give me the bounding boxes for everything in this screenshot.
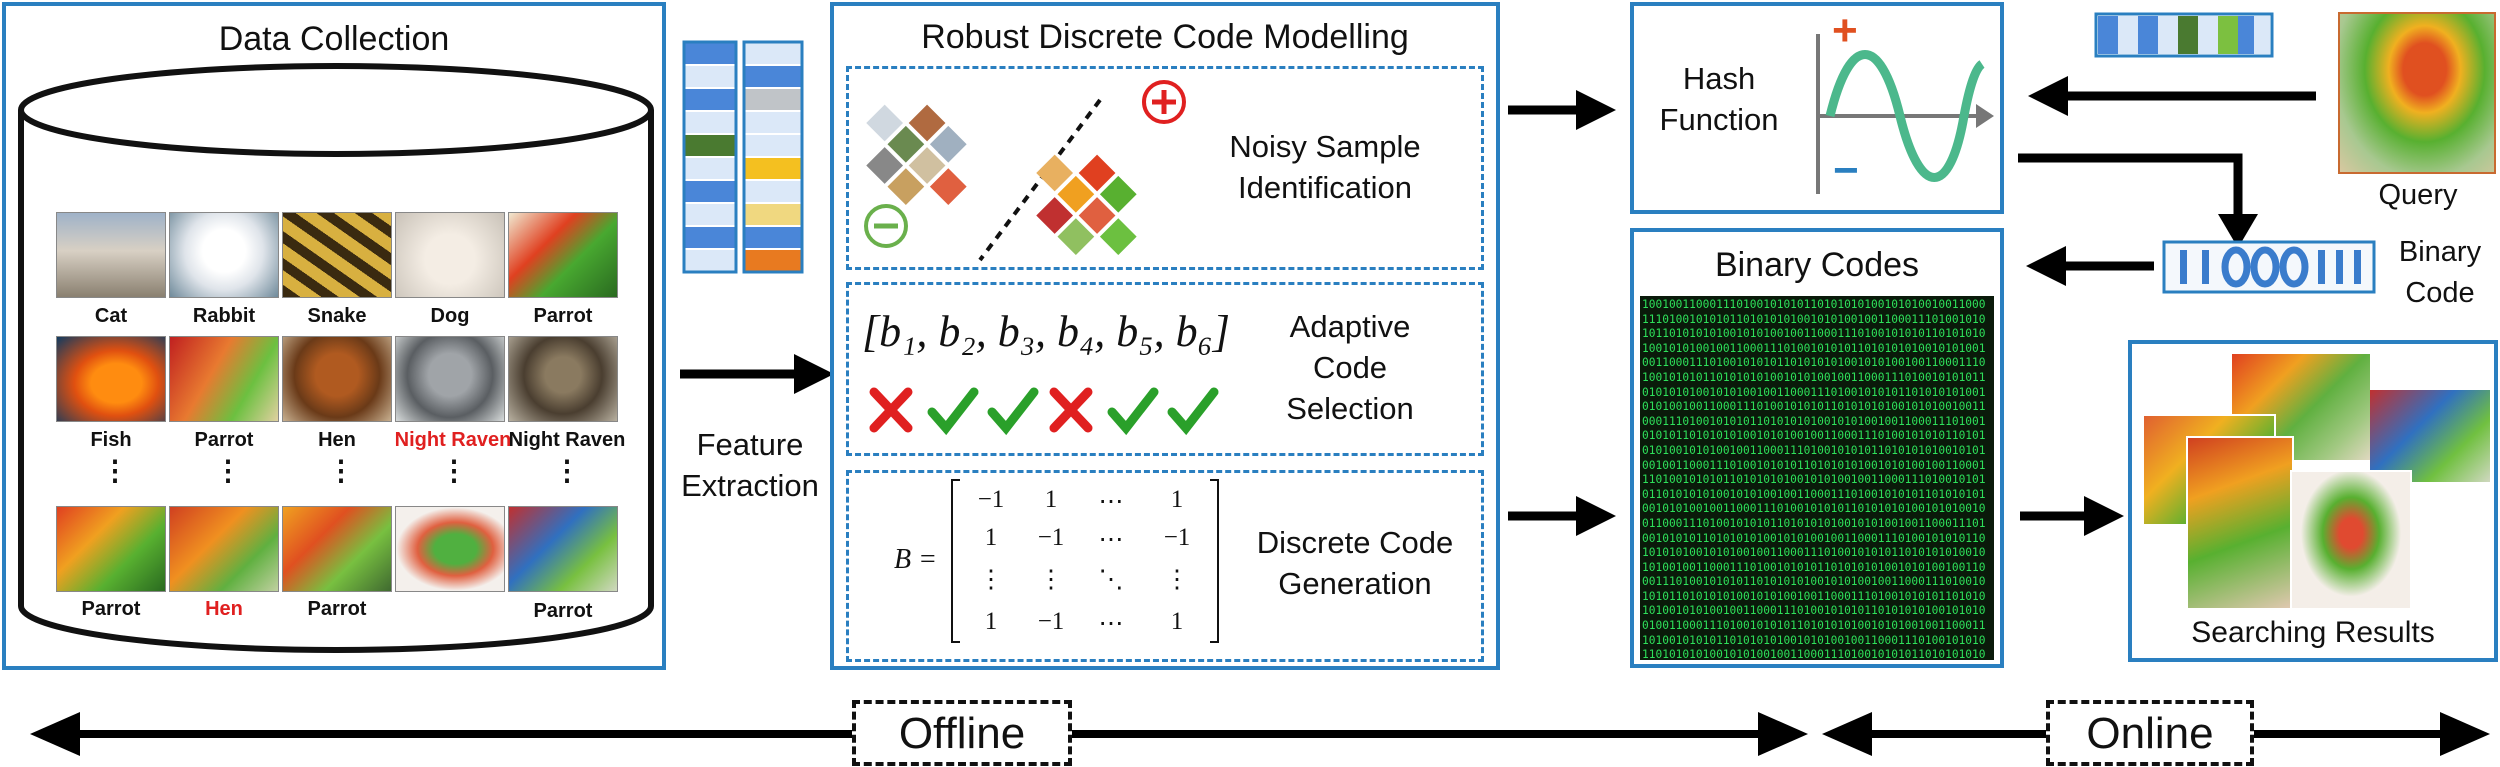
- result-image: [2186, 436, 2294, 610]
- offline-label: Offline: [852, 700, 1072, 766]
- caption-hen: Hen: [318, 429, 356, 451]
- matrix-cell: ⋮: [1164, 566, 1190, 593]
- matrix-cell: −1: [1037, 524, 1065, 551]
- caption-fish: Fish: [90, 429, 132, 451]
- noisy-sample-label: Noisy Sample Identification: [1229, 129, 1421, 205]
- minus-sign: −: [1833, 146, 1859, 195]
- image-snake: [282, 212, 392, 298]
- cross-icon: [1049, 387, 1093, 433]
- discrete-code-label: Discrete Code Generation: [1256, 525, 1454, 601]
- noisy-sample-box: [846, 66, 1484, 270]
- result-image: [2290, 470, 2412, 610]
- rdcm-title: Robust Discrete Code Modelling: [921, 18, 1409, 56]
- feature-vectors-graphic: [682, 40, 804, 274]
- caption-parrot: Parrot: [533, 600, 593, 622]
- ellipsis-col1: ⋮: [101, 455, 129, 486]
- sine-function-graphic: [1816, 34, 1994, 194]
- image-dog: [395, 212, 505, 298]
- arrow-to-results: [2020, 496, 2124, 536]
- matrix-cell: ⋮: [1038, 566, 1064, 593]
- caption-night-raven: Night Raven: [508, 429, 626, 451]
- cross-icon: [869, 387, 913, 433]
- check-icon: [1167, 387, 1219, 436]
- matrix-cell: ⋯: [1098, 488, 1124, 515]
- adaptive-code-label: Adaptive Code Selection: [1286, 309, 1414, 426]
- image-fish: [56, 336, 166, 422]
- image-rabbit: [169, 212, 279, 298]
- arrow-to-binary-codes: [1508, 496, 1616, 536]
- caption-cat: Cat: [94, 305, 128, 327]
- binary-code-bar: [2162, 240, 2376, 294]
- caption-parrot: Parrot: [307, 598, 367, 620]
- matrix-cell: ⋯: [1098, 610, 1124, 637]
- matrix-cell: −1: [1037, 608, 1065, 635]
- query-code-bar: [2094, 12, 2274, 58]
- check-icon: [1107, 387, 1159, 436]
- check-icon: [927, 387, 979, 436]
- matrix-cell: 1: [1044, 486, 1058, 513]
- matrix-cell: ⋯: [1098, 526, 1124, 553]
- image-night-raven-grey-parrot: [395, 336, 505, 422]
- caption-parrot: Parrot: [81, 598, 141, 620]
- discrete-code-box: [846, 470, 1484, 662]
- matrix-cell: 1: [1170, 608, 1184, 635]
- ellipsis-col5: ⋮: [553, 455, 581, 486]
- matrix-brackets: [951, 479, 1219, 643]
- binary-stream: 1001001100011101001010101101010101001010…: [1642, 298, 1986, 660]
- online-label: Online: [2046, 700, 2254, 766]
- query-image: [2338, 12, 2496, 174]
- check-icon: [987, 387, 1039, 436]
- image-parrot: [508, 212, 618, 298]
- arrow-to-rdcm: [680, 354, 834, 394]
- binary-codes-title: Binary Codes: [1714, 246, 1920, 284]
- caption-hen-noisy: Hen: [205, 598, 243, 620]
- matrix-cell: −1: [977, 486, 1005, 513]
- feature-extraction-label: Feature Extraction: [681, 427, 819, 503]
- image-cat: [56, 212, 166, 298]
- selection-marks: [869, 387, 1219, 436]
- matrix-cell: ⋱: [1098, 566, 1124, 593]
- image-parrot: [56, 506, 166, 592]
- image-parrot: [508, 506, 618, 592]
- image-parrot: [169, 336, 279, 422]
- caption-rabbit: Rabbit: [192, 305, 256, 327]
- image-parrot: [395, 506, 505, 592]
- adaptive-code-box: [846, 282, 1484, 456]
- caption-snake: Snake: [307, 305, 367, 327]
- searching-results-label: Searching Results: [2191, 616, 2435, 649]
- data-collection-title: Data Collection: [218, 20, 450, 58]
- matrix-prefix: B =: [894, 544, 937, 575]
- ellipsis-col3: ⋮: [327, 455, 355, 486]
- image-parrot: [282, 506, 392, 592]
- arrow-hash-to-binary-code: [2018, 153, 2258, 248]
- noisy-sample-graphic: [864, 80, 1186, 262]
- query-label: Query: [2378, 179, 2458, 211]
- plus-sign: +: [1832, 6, 1858, 55]
- matrix-cell: 1: [984, 524, 998, 551]
- hash-function-label: Hash Function: [1659, 61, 1779, 137]
- binary-code-label: Binary Code: [2398, 236, 2482, 309]
- matrix-cell: −1: [1163, 524, 1191, 551]
- image-hen: [282, 336, 392, 422]
- matrix-cell: ⋮: [978, 566, 1004, 593]
- arrow-to-hash-function: [1508, 90, 1616, 130]
- ellipsis-col4: ⋮: [440, 455, 468, 486]
- b-vector: [b₁, b₂, b₃, b₄, b₅, b₆]: [862, 307, 1231, 356]
- arrow-code-to-binary-codes: [2026, 246, 2154, 286]
- caption-parrot: Parrot: [533, 305, 593, 327]
- result-image: [2370, 390, 2490, 482]
- caption-night-raven-noisy: Night Raven: [394, 429, 512, 451]
- ellipsis-col2: ⋮: [214, 455, 242, 486]
- caption-dog: Dog: [430, 305, 470, 327]
- matrix-cell: 1: [1170, 486, 1184, 513]
- binary-matrix: 1001001100011101001010101101010101001010…: [1640, 296, 1994, 660]
- image-night-raven-owl: [508, 336, 618, 422]
- arrow-query-to-hash: [2028, 76, 2316, 116]
- matrix-cell: 1: [984, 608, 998, 635]
- image-hen-noisy: [169, 506, 279, 592]
- caption-parrot: Parrot: [194, 429, 254, 451]
